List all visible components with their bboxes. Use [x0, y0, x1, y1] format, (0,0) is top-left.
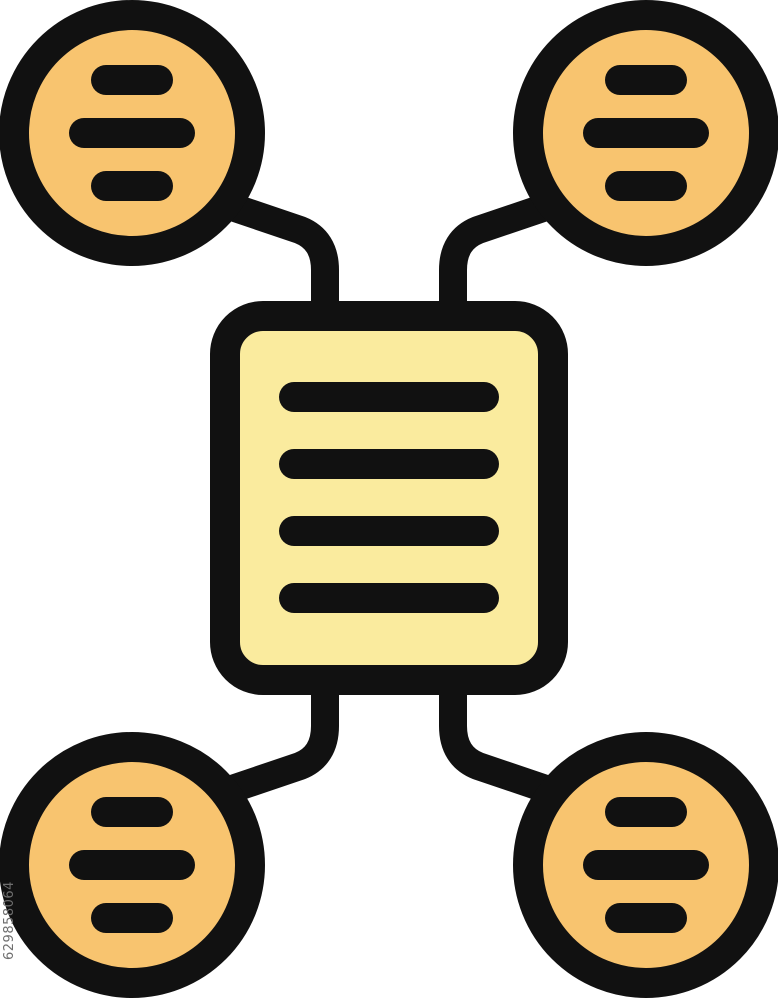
node-bottom-left — [0, 732, 265, 998]
central-document — [210, 301, 568, 695]
connector-lines — [221, 194, 557, 802]
node-bottom-right — [513, 732, 778, 998]
connector-top-left — [221, 194, 339, 322]
connector-top-right — [439, 194, 557, 322]
node-top-right — [513, 0, 778, 266]
document-body — [210, 301, 568, 695]
watermark-stock-id: 629858064 — [2, 881, 17, 960]
connector-bottom-left — [221, 674, 339, 802]
document-lines — [279, 382, 499, 613]
connector-bottom-right — [439, 674, 557, 802]
node-top-left — [0, 0, 265, 266]
